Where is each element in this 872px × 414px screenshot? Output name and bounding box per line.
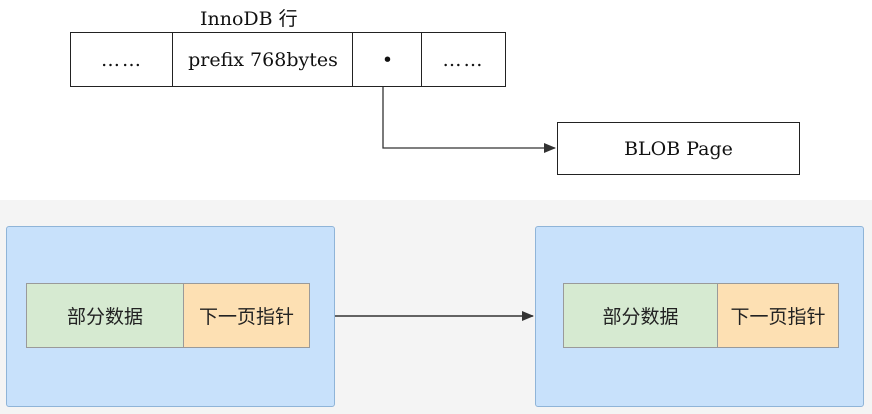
row-cell-ellipsis-left: ……	[70, 32, 174, 87]
row-cell-ellipsis-right: ……	[421, 32, 506, 87]
page-2-pointer-cell: 下一页指针	[717, 283, 839, 348]
page-1-data-cell: 部分数据	[26, 283, 184, 348]
row-cell-prefix: prefix 768bytes	[172, 32, 354, 87]
innodb-row-title: InnoDB 行	[200, 8, 298, 30]
row-cell-pointer: •	[352, 32, 423, 87]
page-1-pointer-cell: 下一页指针	[183, 283, 310, 348]
blob-page-box: BLOB Page	[557, 122, 800, 175]
page-2-data-cell: 部分数据	[563, 283, 718, 348]
